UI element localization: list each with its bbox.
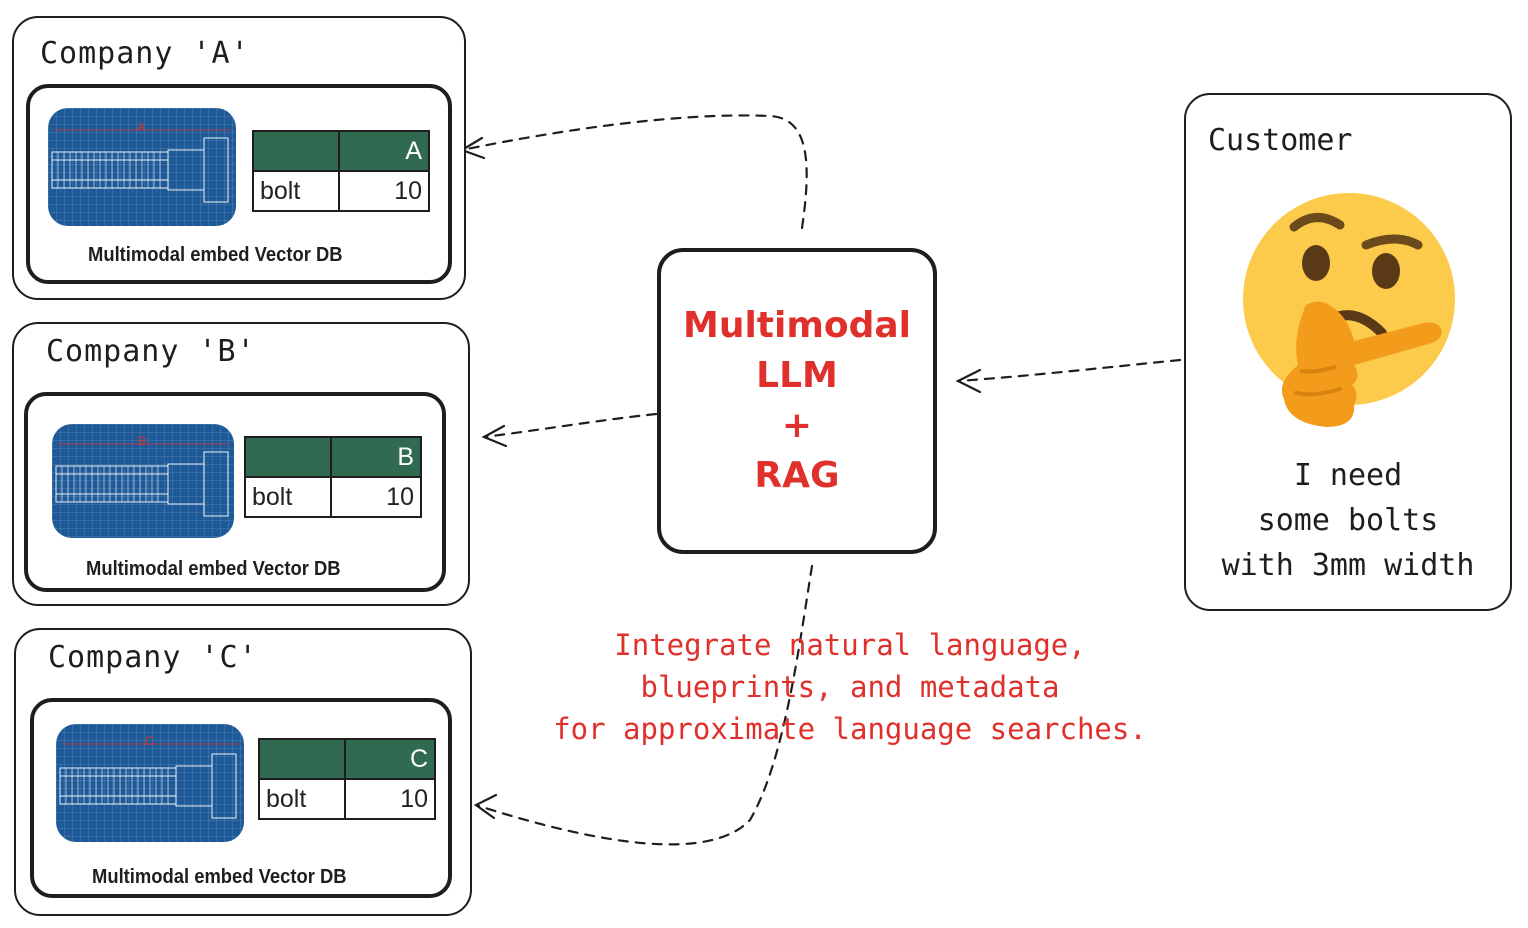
integration-annotation: Integrate natural language, blueprints, …: [540, 624, 1160, 750]
company-c-bolt-blueprint: C: [56, 724, 244, 842]
arrow-to-company-b: [482, 412, 658, 439]
company-a-sheet: A bolt 10: [252, 130, 430, 212]
annotation-line-3: for approximate language searches.: [553, 712, 1147, 746]
company-a-bolt-blueprint: A: [48, 108, 236, 226]
arrow-to-company-a: [460, 114, 808, 230]
thinking-face-emoji-icon: [1243, 193, 1455, 427]
company-a-caption: Multimodal embed Vector DB: [88, 244, 343, 266]
sheet-header-empty: [258, 738, 346, 780]
multimodal-llm-rag-box: Multimodal LLM + RAG: [657, 248, 937, 554]
sheet-header-empty: [244, 436, 332, 478]
sheet-item-cell: bolt: [258, 778, 346, 820]
customer-title: Customer: [1208, 123, 1353, 158]
company-a-panel: Company 'A': [12, 16, 466, 300]
customer-speech-line-3: with 3mm width: [1221, 548, 1475, 583]
company-c-sheet: C bolt 10: [258, 738, 436, 820]
company-a-blueprint-label: A: [137, 120, 146, 134]
arrow-to-company-c: [474, 564, 814, 846]
company-c-title: Company 'C': [48, 640, 258, 675]
customer-panel: Customer I need some bolts with 3mm widt…: [1184, 93, 1512, 611]
sheet-value-cell: 10: [330, 476, 422, 518]
company-b-vector-db: B B bolt 10 Multimodal embed Vector DB: [24, 392, 446, 592]
llm-line-1: Multimodal: [683, 305, 911, 346]
sheet-header-cell: C: [344, 738, 436, 780]
sheet-item-cell: bolt: [244, 476, 332, 518]
customer-speech-line-2: some bolts: [1257, 503, 1439, 538]
sheet-item-cell: bolt: [252, 170, 340, 212]
llm-line-2: LLM: [756, 355, 838, 396]
company-b-blueprint-label: B: [138, 434, 147, 448]
annotation-line-2: blueprints, and metadata: [640, 670, 1060, 704]
company-b-sheet: B bolt 10: [244, 436, 422, 518]
sheet-header-empty: [252, 130, 340, 172]
company-c-panel: Company 'C': [14, 628, 472, 916]
company-c-blueprint-label: C: [145, 734, 154, 748]
company-b-bolt-blueprint: B: [52, 424, 234, 538]
company-b-caption: Multimodal embed Vector DB: [86, 558, 341, 580]
customer-speech-line-1: I need: [1293, 458, 1403, 493]
arrow-customer-to-llm: [956, 358, 1182, 383]
annotation-line-1: Integrate natural language,: [614, 628, 1086, 662]
sheet-header-cell: B: [330, 436, 422, 478]
sheet-value-cell: 10: [344, 778, 436, 820]
llm-line-3: +: [781, 405, 813, 446]
company-b-panel: Company 'B': [12, 322, 470, 606]
company-a-title: Company 'A': [40, 36, 250, 71]
company-c-vector-db: C C bolt 10 Multimodal embed Vector DB: [30, 698, 452, 898]
company-a-vector-db: A A bolt 10 Multimodal embed Vector DB: [26, 84, 452, 284]
llm-line-4: RAG: [754, 455, 840, 496]
sheet-value-cell: 10: [338, 170, 430, 212]
sheet-header-cell: A: [338, 130, 430, 172]
company-b-title: Company 'B': [46, 334, 256, 369]
company-c-caption: Multimodal embed Vector DB: [92, 866, 347, 888]
